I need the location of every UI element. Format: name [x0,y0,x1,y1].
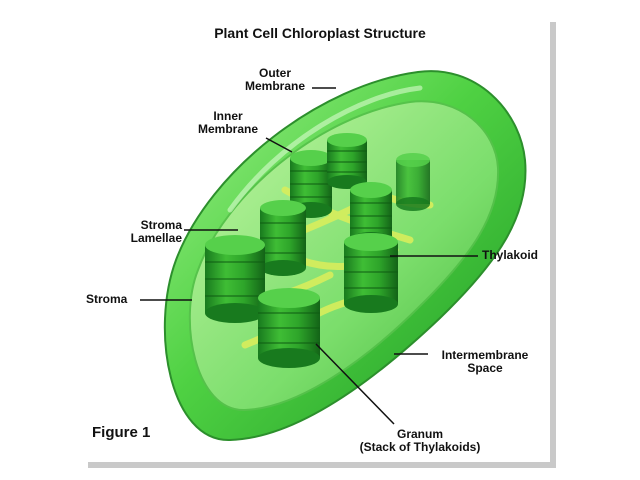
label-outer-membrane-line1: Outer [258,66,291,80]
granum-stack [260,200,306,276]
granum-stack [327,133,367,189]
label-stroma-lamellae-line1: Stroma [140,218,182,232]
label-inner-membrane: Inner Membrane [188,110,268,136]
label-granum: Granum (Stack of Thylakoids) [330,428,510,454]
label-stroma-lamellae-line2: Lamellae [130,231,182,245]
label-granum-line2: (Stack of Thylakoids) [359,440,481,454]
granum-stack [344,233,398,313]
label-granum-line1: Granum [396,427,443,441]
label-intermembrane-space-line2: Space [467,361,503,375]
granum-stack [396,153,430,211]
granum-stack [205,235,265,323]
leader-inner-membrane [265,137,293,153]
label-intermembrane-space: Intermembrane Space [425,349,545,375]
label-stroma-lamellae: Stroma Lamellae [110,219,182,245]
diagram-title: Plant Cell Chloroplast Structure [214,25,426,41]
label-outer-membrane: Outer Membrane [240,67,310,93]
label-intermembrane-space-line1: Intermembrane [441,348,529,362]
label-thylakoid: Thylakoid [482,248,539,262]
label-inner-membrane-line1: Inner [213,109,243,123]
figure-label: Figure 1 [92,424,151,441]
label-outer-membrane-line2: Membrane [244,79,306,93]
label-stroma: Stroma [86,292,128,306]
leader-granum [315,343,395,425]
granum-stack [258,288,320,368]
label-inner-membrane-line2: Membrane [197,122,259,136]
